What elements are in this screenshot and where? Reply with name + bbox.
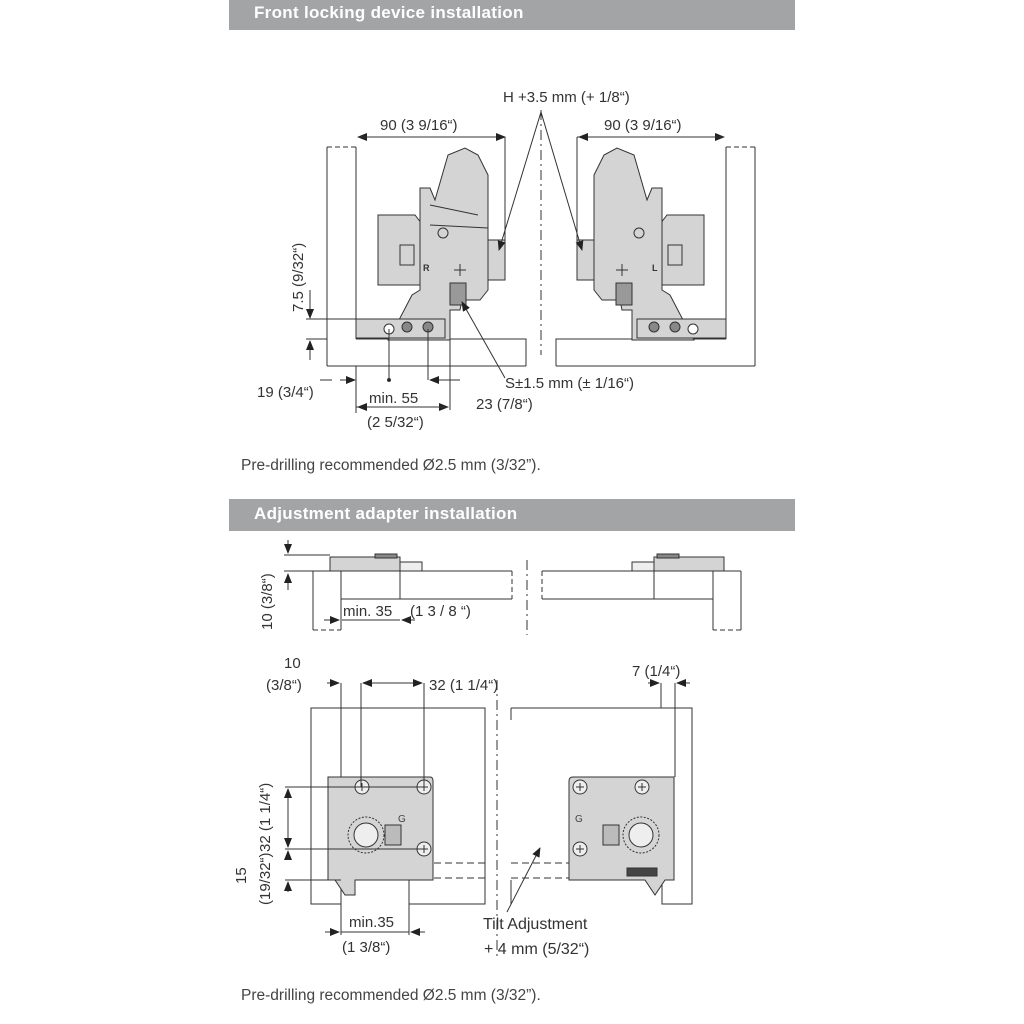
front-locking-left-assembly (326, 146, 527, 367)
pre-drilling-note: Pre-drilling recommended Ø2.5 mm (3/32”)… (241, 457, 541, 474)
dim-min-55-inches: (2 5/32“) (367, 414, 424, 431)
adapter-front-view-left: G (310, 707, 486, 905)
dim-32-horizontal: 32 (1 1/4“) (429, 677, 499, 694)
dim-10: 10 (284, 655, 301, 672)
dim-15-inches: (19/32“) (257, 852, 274, 905)
front-locking-right-assembly (555, 146, 756, 367)
dim-width-right: 90 (3 9/16“) (604, 117, 682, 134)
svg-text:G: G (398, 814, 406, 825)
tilt-adjustment-value: + 4 mm (5/32“) (484, 941, 590, 958)
dim-front-min-35-inches: (1 3/8“) (342, 939, 391, 956)
dim-width-left: 90 (3 9/16“) (380, 117, 458, 134)
dim-vertical-offset: 7.5 (9/32“) (290, 242, 307, 312)
dim-15: 15 (233, 867, 250, 884)
dim-min-55: min. 55 (369, 390, 419, 407)
svg-text:G: G (575, 814, 583, 825)
dim-front-min-35: min.35 (349, 914, 395, 931)
dim-19: 19 (3/4“) (257, 384, 314, 401)
section-title: Front locking device installation (254, 3, 524, 22)
dim-side-min-35: min. 35 (343, 603, 393, 620)
dim-23: 23 (7/8“) (476, 396, 533, 413)
mark-l: L (652, 263, 658, 273)
dim-side-height: 10 (3/8“) (259, 573, 276, 630)
adapter-front-view-right: G (510, 707, 693, 905)
dim-side-min-35-inches: (1 3 / 8 “) (410, 603, 471, 620)
section-title: Adjustment adapter installation (254, 504, 518, 523)
section-header-front-locking: Front locking device installation (229, 0, 795, 30)
dim-32-vertical: 32 (1 1/4“) (257, 782, 274, 852)
section-header-adjustment-adapter: Adjustment adapter installation (229, 499, 795, 531)
adapter-side-view-right (541, 553, 742, 631)
mark-r: R (423, 263, 430, 273)
adapter-side-view-left (312, 553, 513, 631)
pre-drilling-note: Pre-drilling recommended Ø2.5 mm (3/32”)… (241, 987, 541, 1004)
tilt-adjustment-label: Tilt Adjustment (483, 916, 588, 933)
height-adjust-label: H +3.5 mm (+ 1/8“) (503, 89, 630, 106)
dim-7: 7 (1/4“) (632, 663, 681, 680)
side-adjust-label: S±1.5 mm (± 1/16“) (505, 375, 634, 392)
dim-10-inches: (3/8“) (266, 677, 302, 694)
